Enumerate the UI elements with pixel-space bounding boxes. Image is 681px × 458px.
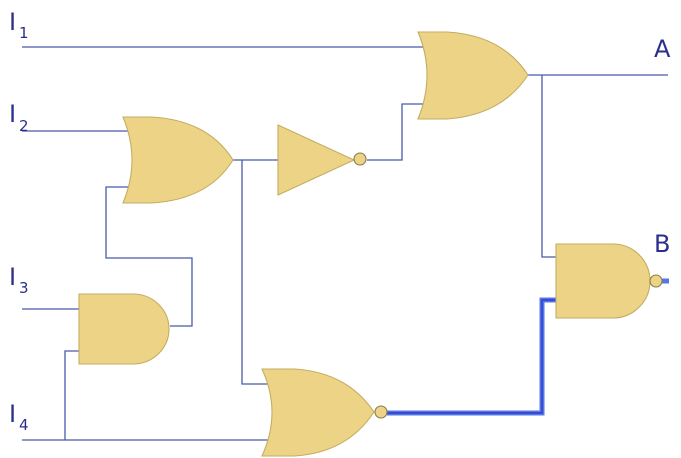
and-gate	[78, 293, 170, 365]
svg-text:I: I	[9, 400, 16, 428]
svg-text:2: 2	[19, 117, 29, 135]
svg-text:1: 1	[19, 24, 29, 42]
input-label-i4: I 4	[9, 400, 29, 434]
or-gate-top	[417, 31, 529, 120]
nand-gate-bubble	[649, 274, 663, 288]
or-gate-left	[122, 116, 234, 204]
wire-and-to-or	[105, 186, 193, 327]
wire-or-to-nand	[541, 75, 558, 258]
not-gate-bubble	[353, 152, 367, 166]
output-label-a: A	[654, 35, 671, 63]
nor-gate	[261, 368, 375, 457]
wire-not-to-or	[367, 103, 430, 161]
output-label-b: B	[654, 230, 670, 258]
wire-i4-to-and	[64, 350, 80, 440]
input-label-i1: I 1	[9, 8, 29, 42]
svg-text:3: 3	[19, 279, 29, 297]
nor-gate-bubble	[374, 405, 388, 419]
nand-gate	[555, 243, 651, 319]
svg-text:I: I	[9, 100, 16, 128]
highlighted-wire	[387, 297, 558, 416]
input-label-i3: I 3	[9, 263, 29, 297]
wire-or-to-nor	[241, 160, 272, 385]
svg-text:I: I	[9, 8, 16, 36]
input-label-i2: I 2	[9, 100, 29, 135]
svg-text:4: 4	[19, 416, 29, 434]
svg-text:I: I	[9, 263, 16, 291]
not-gate	[277, 124, 356, 196]
